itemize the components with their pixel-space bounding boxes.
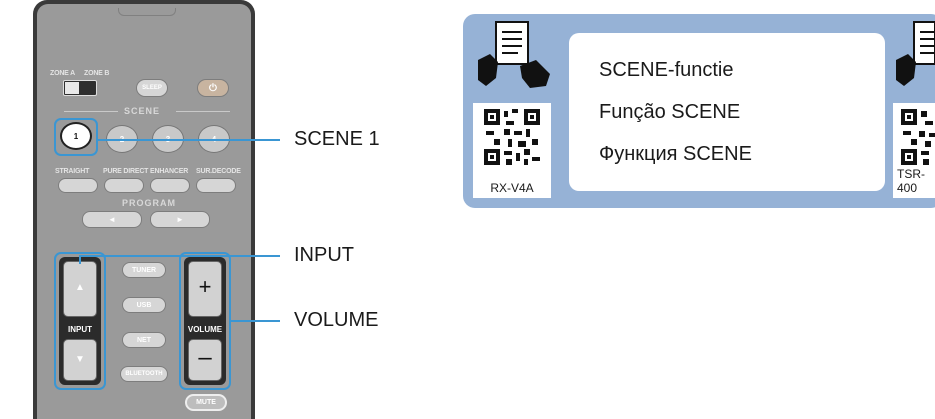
pure-direct-button[interactable]: [104, 178, 144, 193]
volume-minus-icon: –: [198, 344, 212, 371]
qr-right-icon: [901, 109, 935, 165]
sur-decode-button[interactable]: [196, 178, 236, 193]
volume-highlight: [179, 252, 231, 390]
input-label: INPUT: [68, 324, 92, 334]
pure-direct-label: PURE DIRECT: [103, 168, 149, 175]
scene1-highlight: [54, 118, 98, 156]
manual-hand-icon-right: [896, 21, 935, 86]
power-button[interactable]: ⏻: [197, 79, 229, 97]
program-label: PROGRAM: [122, 198, 176, 208]
program-right-icon: ►: [176, 215, 184, 224]
info-line-russian: Функция SCENE: [599, 143, 752, 165]
zone-switch[interactable]: [63, 80, 97, 96]
scene1-callout-label: SCENE 1: [294, 128, 380, 150]
scene-divider-left: [64, 111, 118, 112]
input-callout-line: [79, 255, 280, 257]
volume-down-button[interactable]: –: [188, 339, 222, 381]
tuner-button[interactable]: TUNER: [122, 262, 166, 278]
input-rocker: ▲ INPUT ▼: [59, 257, 101, 385]
volume-up-button[interactable]: +: [188, 261, 222, 317]
program-left-button[interactable]: ◄: [82, 211, 142, 228]
enhancer-label: ENHANCER: [150, 168, 189, 175]
straight-label: STRAIGHT: [55, 168, 90, 175]
volume-rocker: + VOLUME –: [184, 257, 226, 385]
straight-button[interactable]: [58, 178, 98, 193]
power-icon: ⏻: [209, 82, 217, 94]
scene-divider-right: [176, 111, 230, 112]
info-card: [569, 33, 885, 191]
usb-button[interactable]: USB: [122, 297, 166, 313]
zone-b-label: ZONE B: [84, 70, 110, 77]
volume-label: VOLUME: [187, 324, 223, 334]
bluetooth-button[interactable]: BLUETOOTH: [120, 366, 168, 382]
input-callout-vertical: [79, 256, 81, 264]
input-down-button[interactable]: ▼: [63, 339, 97, 381]
program-left-icon: ◄: [108, 215, 116, 224]
input-down-icon: ▼: [75, 354, 85, 365]
net-button[interactable]: NET: [122, 332, 166, 348]
scene-section-label: SCENE: [124, 106, 161, 116]
scene1-callout-line: [98, 139, 280, 141]
info-line-portuguese: Função SCENE: [599, 101, 741, 123]
program-right-button[interactable]: ►: [150, 211, 210, 228]
manual-hand-icon-left: [478, 21, 550, 88]
input-up-icon: ▲: [75, 282, 85, 293]
scene-button-1[interactable]: 1: [60, 122, 92, 150]
input-highlight: [54, 252, 106, 390]
qr-code-right: TSR-400: [893, 103, 935, 198]
input-up-button[interactable]: ▲: [63, 261, 97, 317]
sur-decode-label: SUR.DECODE: [196, 168, 241, 175]
enhancer-button[interactable]: [150, 178, 190, 193]
volume-callout-line: [231, 320, 280, 322]
remote-top-slot: [118, 8, 176, 16]
qr-left-caption: RX-V4A: [490, 181, 534, 195]
sleep-button[interactable]: SLEEP: [136, 79, 168, 97]
volume-callout-label: VOLUME: [294, 309, 379, 331]
volume-plus-icon: +: [198, 274, 212, 299]
qr-left-icon: [484, 109, 540, 165]
qr-code-left: RX-V4A: [473, 103, 551, 198]
zone-switch-knob: [65, 82, 79, 94]
mute-button[interactable]: MUTE: [185, 394, 227, 411]
zone-a-label: ZONE A: [50, 70, 75, 77]
qr-right-caption: TSR-400: [897, 167, 925, 195]
input-callout-label: INPUT: [294, 244, 354, 266]
info-line-dutch: SCENE-functie: [599, 59, 734, 81]
